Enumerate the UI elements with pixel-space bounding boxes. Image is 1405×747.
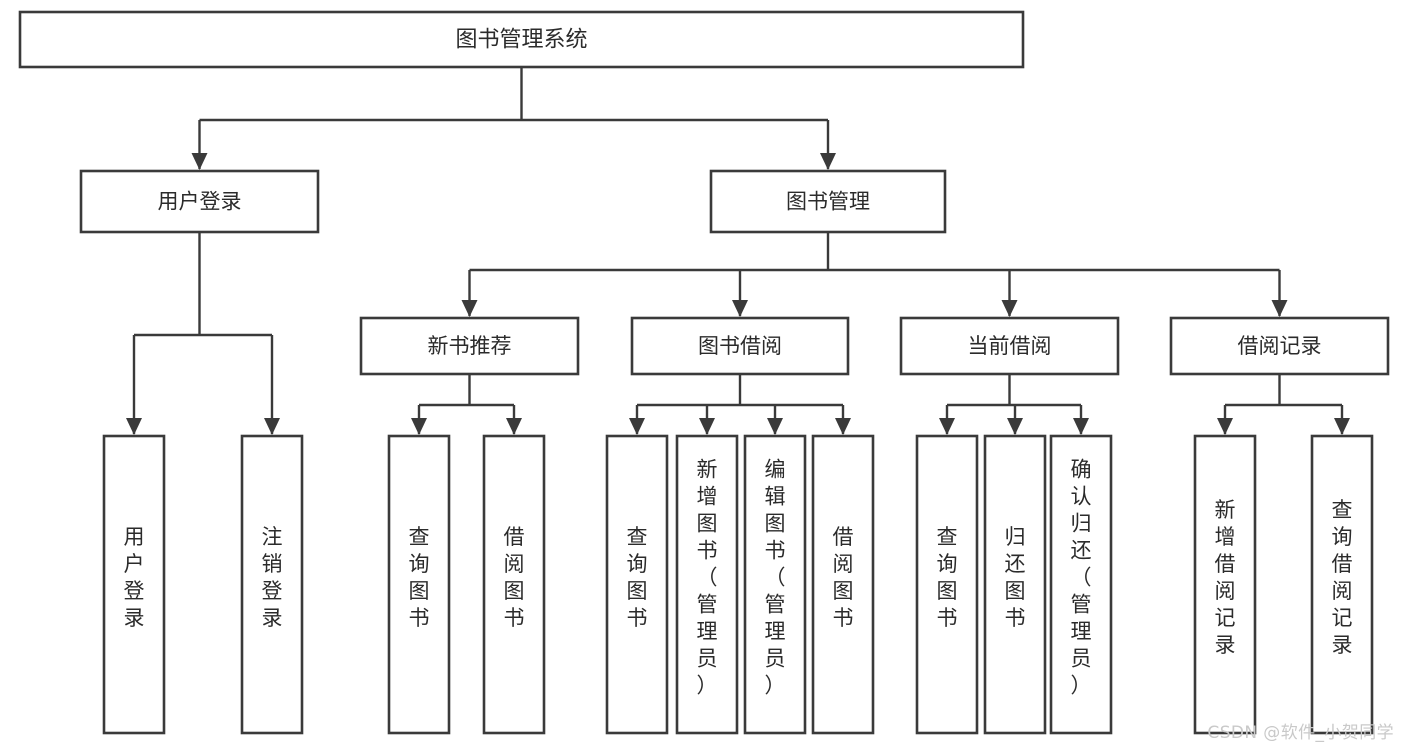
book-mgmt-children-arrowhead-1 [732, 300, 748, 317]
node-label: 新书推荐 [428, 334, 512, 358]
node-query-book[interactable]: 查询图书 [387, 434, 451, 735]
node-box [240, 434, 304, 735]
node-box [675, 434, 739, 735]
node-library-management-system[interactable]: 图书管理系统 [18, 10, 1025, 69]
root-to-level1-arrowhead-0 [191, 153, 208, 170]
level2-1-children-arrowhead-2 [767, 418, 783, 435]
node-label: 归还图书 [1005, 525, 1026, 630]
node-query-book[interactable]: 查询图书 [605, 434, 669, 735]
node-book-borrow[interactable]: 图书借阅 [630, 316, 850, 376]
csdn-watermark: CSDN @软件_小贺同学 [1207, 723, 1394, 743]
connector-layer [126, 67, 1350, 435]
node-label: 新增借阅记录 [1215, 498, 1236, 657]
node-label: 用户登录 [158, 190, 242, 214]
node-box [102, 434, 166, 735]
node-box [743, 434, 807, 735]
level2-2-children-arrowhead-2 [1073, 418, 1089, 435]
node-layer: 图书管理系统用户登录图书管理用户登录注销登录新书推荐查询图书借阅图书图书借阅查询… [18, 10, 1390, 735]
node-box [899, 316, 1120, 376]
root-to-level1-arrowhead-1 [820, 153, 836, 170]
book-mgmt-children-arrowhead-0 [461, 300, 478, 317]
node-label: 图书借阅 [698, 334, 782, 358]
node-label: 用户登录 [124, 525, 145, 630]
node-box [359, 316, 580, 376]
node-borrow-book[interactable]: 借阅图书 [811, 434, 875, 735]
node-add-book-admin[interactable]: 新增图书（管理员） [675, 434, 739, 735]
node-logout[interactable]: 注销登录 [240, 434, 304, 735]
level2-1-children-arrowhead-3 [835, 418, 851, 435]
level2-1-children-arrowhead-0 [629, 418, 645, 435]
node-label: 当前借阅 [968, 334, 1052, 358]
node-user-login[interactable]: 用户登录 [79, 169, 320, 234]
book-mgmt-children-arrowhead-2 [1001, 300, 1018, 317]
node-label: 借阅图书 [504, 525, 525, 630]
node-query-borrow-record[interactable]: 查询借阅记录 [1310, 434, 1374, 735]
node-label: 图书管理系统 [455, 28, 587, 53]
node-confirm-return-admin[interactable]: 确认归还（管理员） [1049, 434, 1113, 735]
level2-3-children-arrowhead-1 [1334, 418, 1350, 435]
node-label: 注销登录 [262, 525, 283, 630]
node-new-book-recommend[interactable]: 新书推荐 [359, 316, 580, 376]
node-label: 确认归还（管理员） [1071, 458, 1092, 698]
node-book-management[interactable]: 图书管理 [709, 169, 947, 234]
node-box [18, 10, 1025, 69]
node-label: 借阅记录 [1238, 334, 1322, 358]
node-box [709, 169, 947, 234]
node-box [1310, 434, 1374, 735]
node-borrow-book[interactable]: 借阅图书 [482, 434, 546, 735]
node-label: 借阅图书 [833, 525, 854, 630]
level2-1-children-arrowhead-1 [699, 418, 715, 435]
node-label: 查询图书 [627, 525, 648, 630]
node-user-login[interactable]: 用户登录 [102, 434, 166, 735]
level2-2-children-arrowhead-1 [1007, 418, 1023, 435]
user-login-children-arrowhead-0 [126, 418, 142, 435]
node-return-book[interactable]: 归还图书 [983, 434, 1047, 735]
node-box [482, 434, 546, 735]
node-label: 图书管理 [786, 190, 870, 214]
node-current-borrow[interactable]: 当前借阅 [899, 316, 1120, 376]
node-add-borrow-record[interactable]: 新增借阅记录 [1193, 434, 1257, 735]
node-box [1049, 434, 1113, 735]
node-box [630, 316, 850, 376]
level2-0-children-arrowhead-1 [506, 418, 522, 435]
node-box [605, 434, 669, 735]
node-box [1193, 434, 1257, 735]
book-mgmt-children-arrowhead-3 [1271, 300, 1288, 317]
node-box [983, 434, 1047, 735]
node-box [1169, 316, 1390, 376]
user-login-children-arrowhead-1 [264, 418, 280, 435]
node-box [811, 434, 875, 735]
node-box [79, 169, 320, 234]
node-box [387, 434, 451, 735]
level2-3-children-arrowhead-0 [1217, 418, 1233, 435]
node-label: 新增图书（管理员） [697, 458, 718, 698]
node-box [915, 434, 979, 735]
node-label: 查询借阅记录 [1332, 498, 1353, 657]
node-edit-book-admin[interactable]: 编辑图书（管理员） [743, 434, 807, 735]
level2-0-children-arrowhead-0 [411, 418, 427, 435]
node-label: 查询图书 [937, 525, 958, 630]
level2-2-children-arrowhead-0 [939, 418, 955, 435]
node-label: 编辑图书（管理员） [765, 458, 786, 698]
node-label: 查询图书 [409, 525, 430, 630]
node-query-book[interactable]: 查询图书 [915, 434, 979, 735]
node-borrow-record[interactable]: 借阅记录 [1169, 316, 1390, 376]
